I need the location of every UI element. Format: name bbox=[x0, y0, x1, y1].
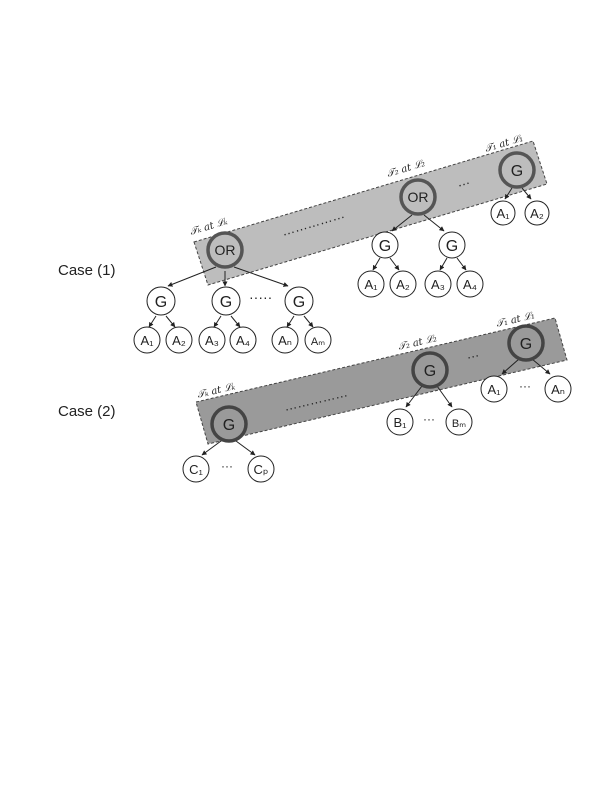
case2-leaf-1-0: A₁ bbox=[480, 375, 508, 403]
svg-text:A₂: A₂ bbox=[172, 333, 186, 348]
case1-leaf-2-3: A₄ bbox=[456, 270, 484, 298]
svg-text:Aₙ: Aₙ bbox=[551, 382, 565, 397]
svg-text:B₁: B₁ bbox=[393, 415, 407, 430]
svg-text:A₁: A₁ bbox=[496, 206, 510, 221]
svg-text:A₁: A₁ bbox=[487, 382, 501, 397]
case2-label: Case (2) bbox=[58, 403, 116, 420]
svg-text:G: G bbox=[379, 238, 391, 255]
svg-text:A₃: A₃ bbox=[431, 277, 445, 292]
case2-node-g-1: G bbox=[507, 324, 545, 362]
case1-leaf-2-0: A₁ bbox=[357, 270, 385, 298]
case1-node-gk-0: G bbox=[146, 286, 176, 316]
case1-leaf-k-4: Aₙ bbox=[271, 326, 299, 354]
case2-leaf-2-ellipsis: ··· bbox=[423, 412, 435, 426]
case1-leaf-k-3: A₄ bbox=[229, 326, 257, 354]
svg-text:OR: OR bbox=[215, 242, 236, 258]
case2-node-g-2: G bbox=[411, 351, 449, 389]
case1-leaf-top-1: A₂ bbox=[524, 200, 550, 226]
case1-node-g2-0: G bbox=[371, 231, 399, 259]
svg-text:A₄: A₄ bbox=[463, 277, 477, 292]
case1-band bbox=[193, 140, 548, 286]
svg-text:A₂: A₂ bbox=[396, 277, 410, 292]
svg-text:A₃: A₃ bbox=[205, 333, 219, 348]
svg-text:Bₘ: Bₘ bbox=[452, 418, 466, 430]
svg-text:A₁: A₁ bbox=[364, 277, 378, 292]
case1-leaf-k-2: A₃ bbox=[198, 326, 226, 354]
case1-leaf-k-5: Aₘ bbox=[304, 326, 332, 354]
svg-text:G: G bbox=[293, 294, 305, 311]
case1-leaf-k-1: A₂ bbox=[165, 326, 193, 354]
case1-node-g2-1: G bbox=[438, 231, 466, 259]
case1-leaf-k-0: A₁ bbox=[133, 326, 161, 354]
svg-text:A₁: A₁ bbox=[140, 333, 154, 348]
case1-node-or-k: OR bbox=[206, 231, 244, 269]
svg-text:G: G bbox=[424, 363, 436, 380]
case2-leaf-2-1: Bₘ bbox=[445, 408, 473, 436]
svg-text:G: G bbox=[155, 294, 167, 311]
svg-text:G: G bbox=[220, 294, 232, 311]
case1-gk-ellipsis: ····· bbox=[249, 289, 272, 305]
case2-band-ellipsis: … bbox=[464, 344, 480, 362]
svg-text:G: G bbox=[446, 238, 458, 255]
svg-text:Cₚ: Cₚ bbox=[254, 462, 269, 477]
case1-leaf-2-2: A₃ bbox=[424, 270, 452, 298]
case2-leaf-k-1: Cₚ bbox=[247, 455, 275, 483]
case2-edges bbox=[201, 358, 551, 456]
svg-text:Aₙ: Aₙ bbox=[278, 333, 292, 348]
case1-node-or-2: OR bbox=[399, 178, 437, 216]
case2-leaf-1-ellipsis: ··· bbox=[519, 379, 531, 393]
case2-band bbox=[195, 317, 568, 445]
svg-text:C₁: C₁ bbox=[189, 462, 203, 477]
case2-leaf-k-0: C₁ bbox=[182, 455, 210, 483]
case2-leaf-2-0: B₁ bbox=[386, 408, 414, 436]
case2-leaf-1-1: Aₙ bbox=[544, 375, 572, 403]
svg-text:G: G bbox=[223, 417, 235, 434]
svg-text:OR: OR bbox=[408, 189, 429, 205]
case2-leaf-k-ellipsis: ··· bbox=[221, 459, 233, 473]
svg-text:G: G bbox=[511, 163, 523, 180]
case1-node-gk-1: G bbox=[211, 286, 241, 316]
case1-label: Case (1) bbox=[58, 262, 116, 279]
case1-edges bbox=[148, 187, 532, 328]
case1-leaf-top-0: A₁ bbox=[490, 200, 516, 226]
case1-band-ellipsis: … bbox=[455, 172, 472, 190]
case2-node-g-k: G bbox=[210, 405, 248, 443]
case1-node-g-top: G bbox=[498, 151, 536, 189]
svg-text:A₄: A₄ bbox=[236, 333, 250, 348]
case1-node-gk-2: G bbox=[284, 286, 314, 316]
svg-text:A₂: A₂ bbox=[530, 206, 544, 221]
svg-text:G: G bbox=[520, 336, 532, 353]
case1-leaf-2-1: A₂ bbox=[389, 270, 417, 298]
svg-text:Aₘ: Aₘ bbox=[311, 336, 325, 348]
